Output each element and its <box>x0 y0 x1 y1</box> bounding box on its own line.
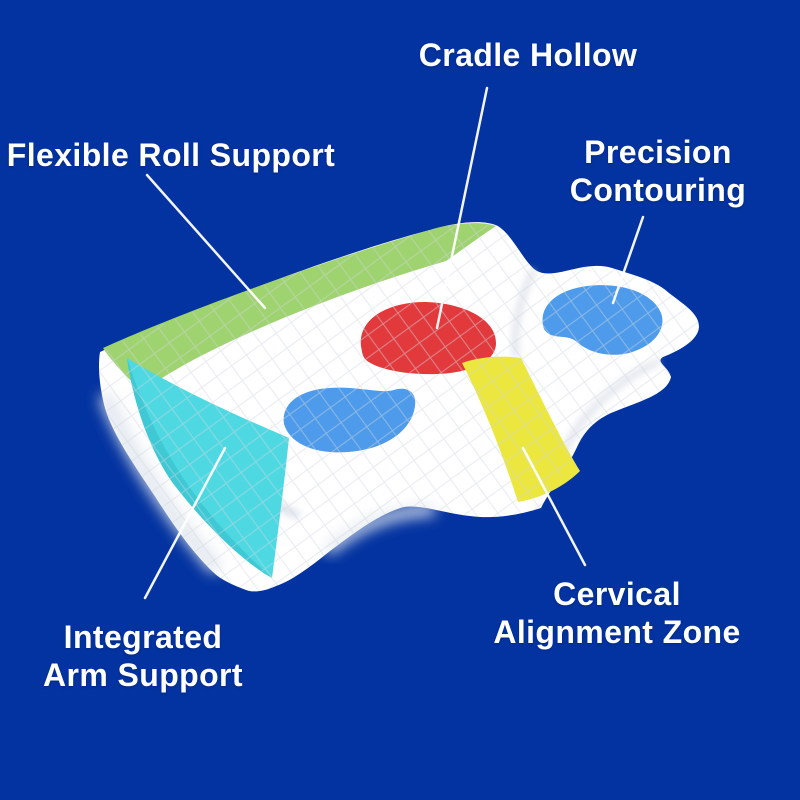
label-precision-contouring: Precision Contouring <box>570 133 746 209</box>
label-flexible-roll-support: Flexible Roll Support <box>7 136 335 174</box>
leader-line-flexible-roll <box>145 173 267 310</box>
label-integrated-arm-support: Integrated Arm Support <box>43 618 243 694</box>
label-cradle-hollow: Cradle Hollow <box>419 36 638 74</box>
quilt-texture <box>99 222 699 592</box>
label-line: Contouring <box>569 172 747 208</box>
label-cervical-alignment-zone: Cervical Alignment Zone <box>493 575 740 651</box>
label-line: Cervical <box>553 576 681 612</box>
label-line: Integrated <box>63 619 223 655</box>
leader-line-precision <box>611 215 645 305</box>
label-line: Precision <box>584 134 732 170</box>
leader-line-cervical <box>521 446 587 567</box>
label-line: Alignment Zone <box>493 614 741 650</box>
leader-lines <box>143 86 645 600</box>
leader-line-arm-support <box>143 446 227 600</box>
label-line: Cradle Hollow <box>418 37 638 73</box>
label-line: Arm Support <box>43 657 243 693</box>
label-line: Flexible Roll Support <box>6 137 336 173</box>
leader-line-cradle-hollow <box>435 86 489 330</box>
